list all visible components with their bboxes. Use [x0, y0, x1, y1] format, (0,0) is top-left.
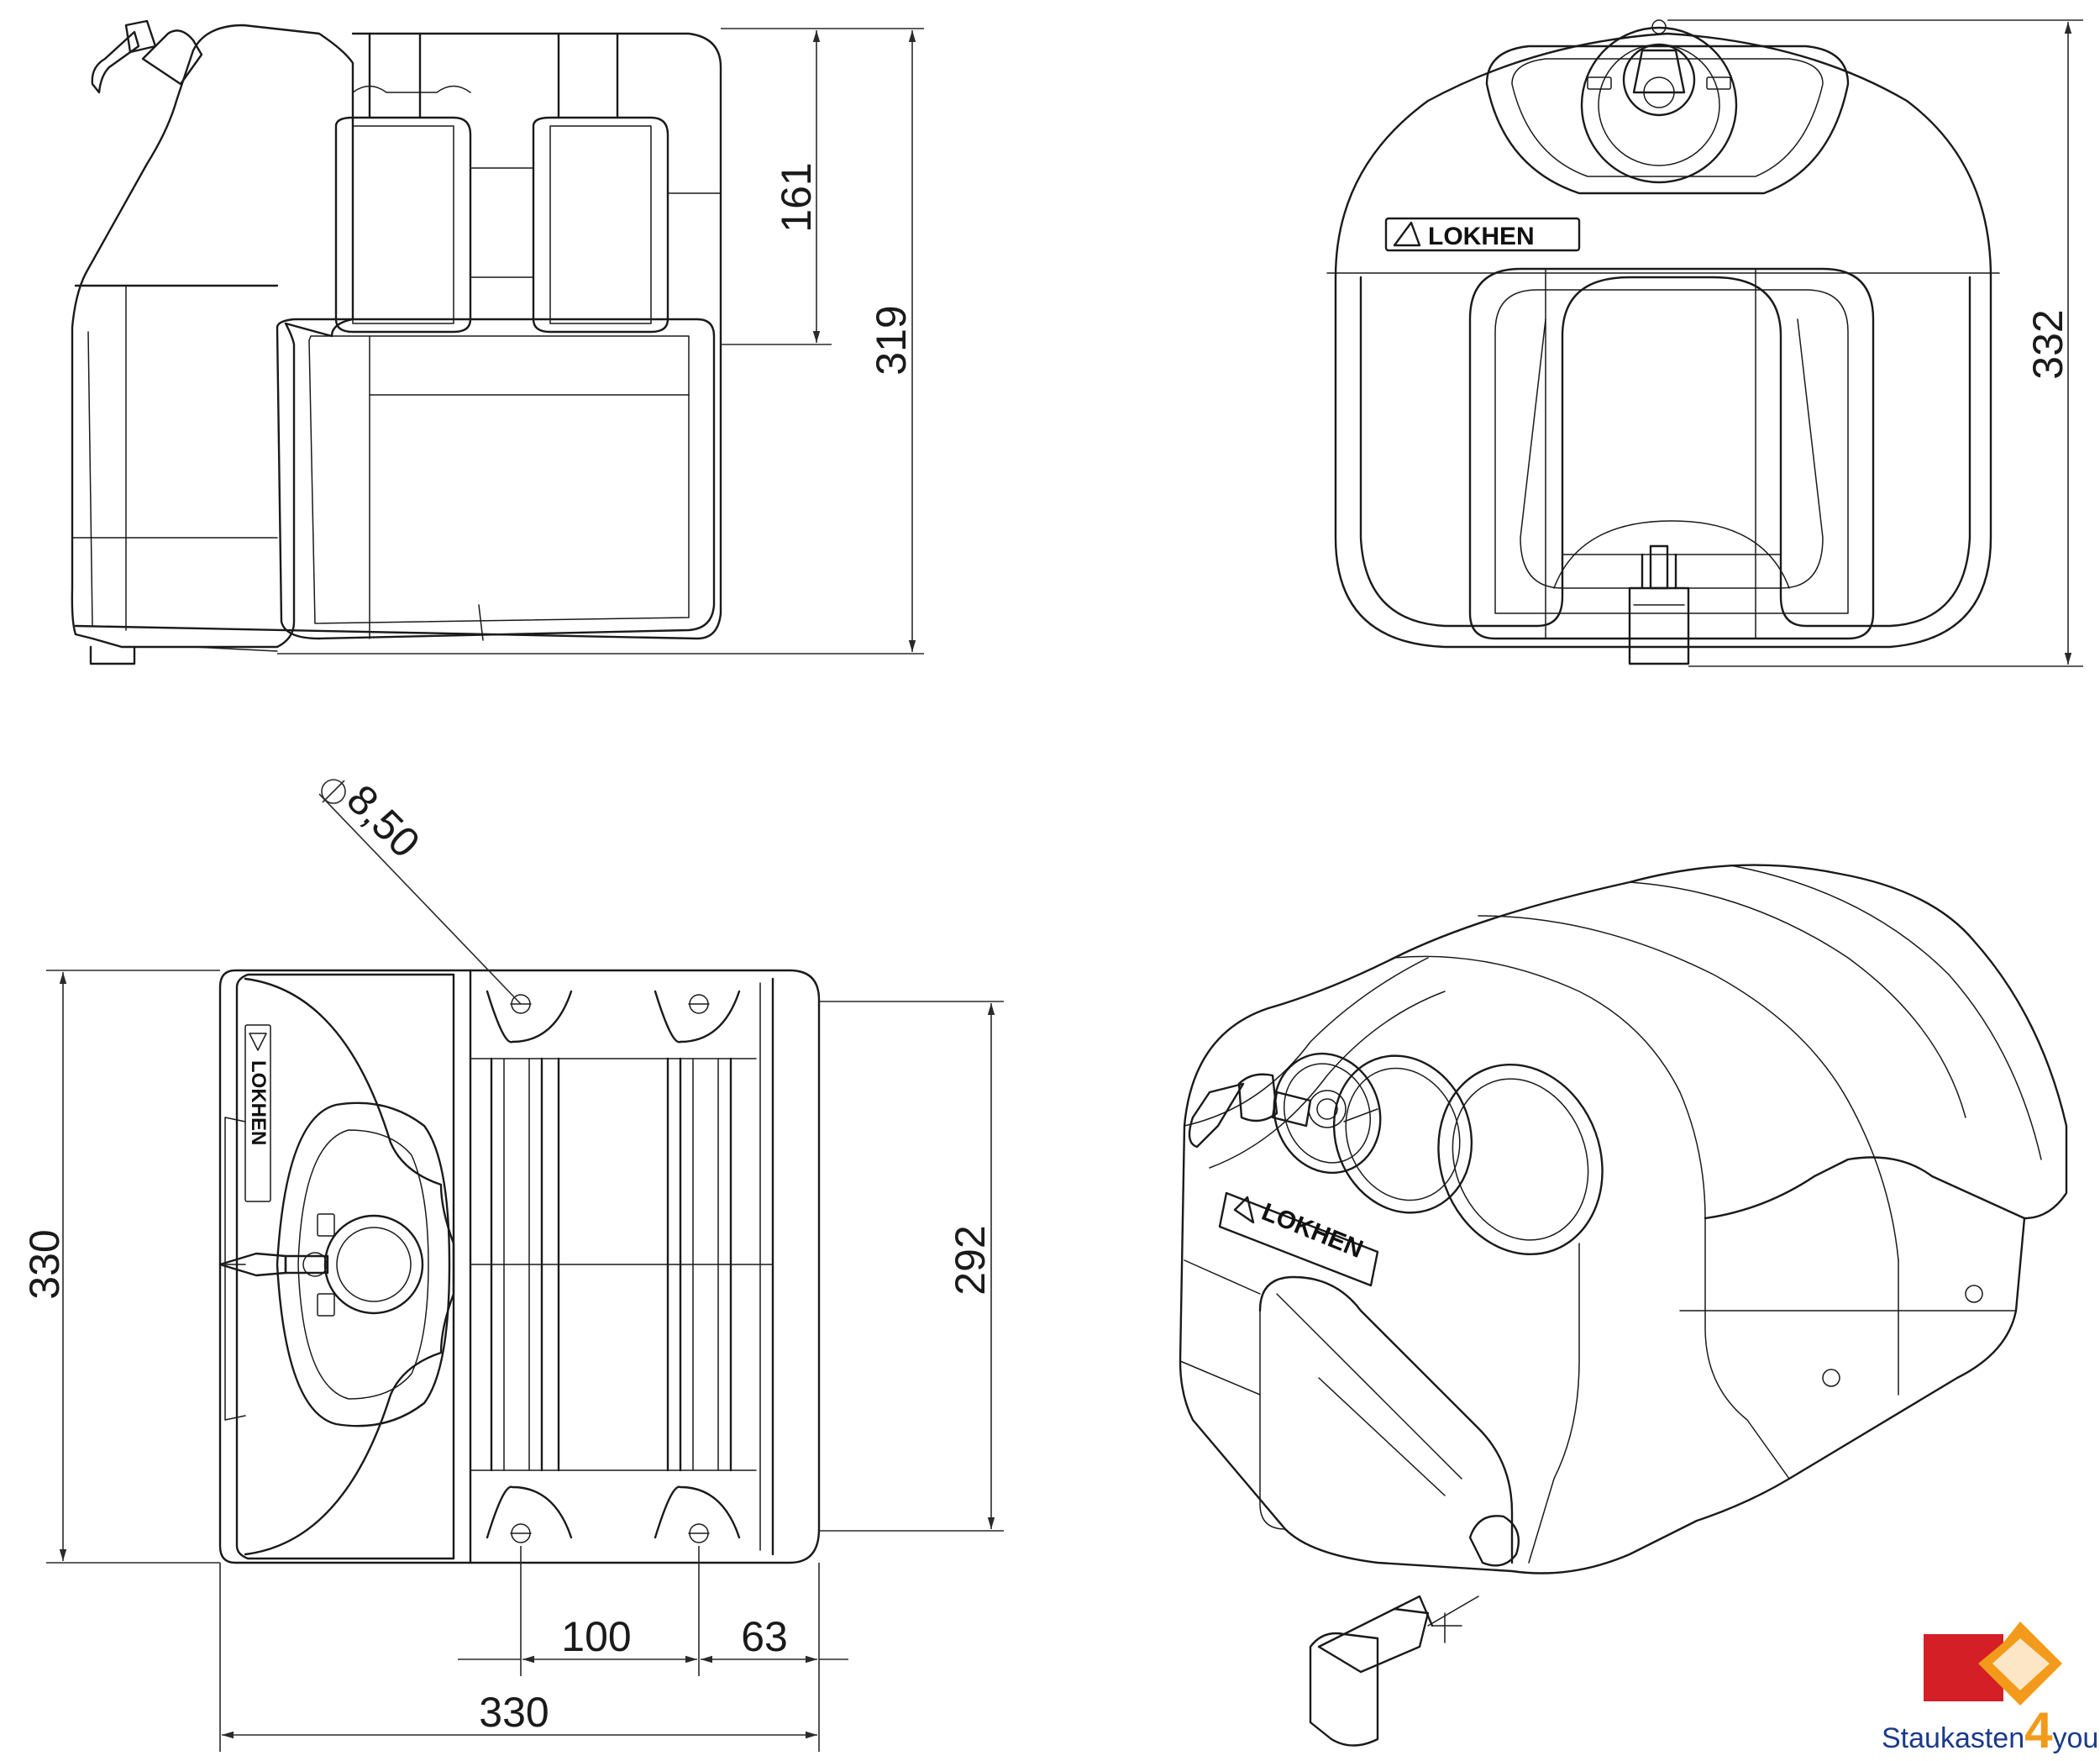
top-view: LOKHEN — [218, 969, 821, 1564]
front-view: LOKHEN — [1326, 19, 2000, 665]
top-dimensions: 330 292 100 63 330 8,50 — [21, 775, 1004, 1752]
dim-161: 161 — [773, 162, 820, 232]
dim-hole-diameter: 8,50 — [338, 775, 428, 866]
dim-330-depth: 330 — [21, 1229, 68, 1299]
dim-100: 100 — [561, 1613, 631, 1660]
staukasten-logo: Staukasten4you — [1882, 1622, 2098, 1758]
side-dimensions: 161 319 — [277, 28, 924, 654]
dim-330-width: 330 — [479, 1689, 549, 1736]
front-brand-label: LOKHEN — [1428, 223, 1535, 250]
front-dimensions: 332 — [1667, 19, 2083, 667]
dim-63: 63 — [741, 1613, 788, 1660]
iso-brand-label: LOKHEN — [1257, 1198, 1367, 1264]
isometric-view: LOKHEN — [1179, 864, 2068, 1747]
top-brand-label: LOKHEN — [247, 1060, 270, 1145]
logo-wordmark: Staukasten4you — [1882, 1702, 2098, 1758]
dim-292: 292 — [947, 1225, 994, 1295]
side-view — [71, 19, 722, 665]
dim-319: 319 — [868, 305, 915, 375]
dim-332: 332 — [2024, 309, 2071, 379]
